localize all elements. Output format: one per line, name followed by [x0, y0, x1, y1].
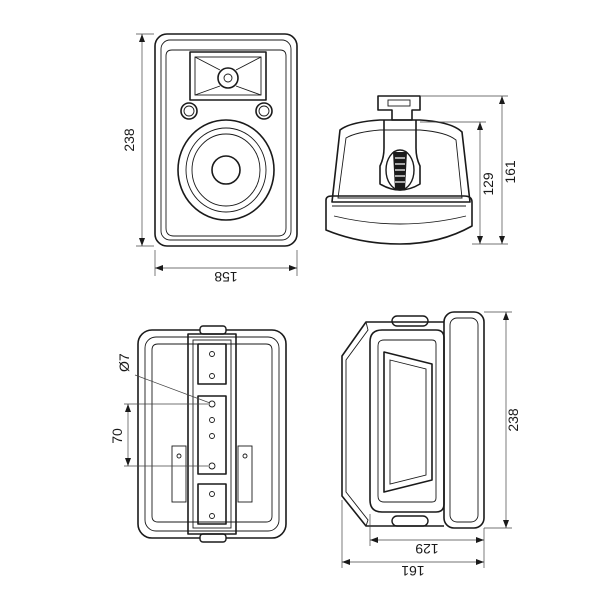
top-width-dimension: 161	[341, 500, 485, 579]
top-frame-inner	[377, 339, 437, 503]
rear-top-hole-2	[209, 373, 215, 379]
front-cabinet-inner	[160, 39, 292, 241]
rear-spacing-dimension: 70	[109, 403, 208, 467]
rear-recess	[151, 343, 273, 523]
rear-bracket-inner	[192, 339, 232, 529]
bass-port-right	[255, 102, 273, 120]
side-front-face	[325, 195, 473, 245]
bracket-top-slot	[387, 99, 411, 107]
woofer	[177, 119, 275, 221]
top-upper-clip	[391, 315, 429, 327]
rear-bottom-clip	[199, 533, 227, 543]
rear-top-clip	[199, 325, 227, 335]
side-height-label: 161	[502, 160, 518, 184]
rear-hole-label: Ø7	[116, 353, 132, 372]
horn-inner	[194, 56, 262, 96]
woofer-dust-cap	[211, 155, 241, 185]
woofer-cone	[191, 133, 261, 207]
rear-hole-a	[208, 400, 216, 408]
rear-view: Ø7 70	[109, 325, 287, 543]
tweeter-dome	[217, 67, 239, 89]
front-cabinet-outline	[154, 33, 298, 247]
rear-right-tab	[237, 445, 253, 503]
front-baffle	[165, 49, 287, 237]
side-cabinet-body	[331, 119, 471, 203]
rear-left-tab	[171, 445, 187, 503]
front-height-label: 238	[121, 128, 137, 152]
side-front-face-lines	[332, 205, 467, 225]
tweeter-center	[223, 73, 233, 83]
rear-left-tab-hole	[176, 453, 182, 459]
bass-port-right-inner	[258, 105, 270, 117]
side-height-dimension: 161 129	[420, 95, 518, 245]
top-cabinet-edge	[345, 321, 369, 527]
rear-middle-mount-plate	[197, 395, 227, 475]
rear-bottom-mount-plate	[197, 483, 227, 525]
rear-bottom-hole-2	[209, 513, 215, 519]
rear-right-tab-hole	[242, 453, 248, 459]
rear-cabinet-inner	[144, 336, 280, 532]
rear-bottom-hole-1	[209, 491, 215, 497]
woofer-surround	[185, 127, 267, 213]
front-width-label: 158	[214, 269, 238, 285]
horn-flare-lines	[194, 56, 262, 96]
front-height-dimension: 238	[121, 33, 154, 247]
woofer-frame	[177, 119, 275, 221]
rear-top-mount-plate	[197, 343, 227, 385]
side-view: 161 129	[325, 95, 518, 245]
rear-cabinet-outline	[137, 329, 287, 539]
rear-hole-callout: Ø7	[116, 353, 211, 404]
rear-hole-b	[209, 417, 215, 423]
top-front-baffle-inner	[449, 317, 479, 523]
rear-top-hole-1	[209, 351, 215, 357]
top-depth-label: 238	[505, 408, 521, 432]
top-bracket-label: 129	[415, 541, 439, 557]
rear-hole-c	[209, 433, 215, 439]
rear-spacing-label: 70	[109, 428, 125, 444]
bass-port-left	[180, 102, 198, 120]
front-view: 238 158	[121, 33, 298, 285]
top-lower-clip	[391, 515, 429, 527]
rear-hole-d	[208, 462, 216, 470]
top-horn-inner	[389, 359, 427, 485]
top-view: 238 129 161	[341, 311, 521, 579]
top-bracket-dimension: 129	[369, 514, 485, 557]
bass-port-left-inner	[183, 105, 195, 117]
rear-bracket-frame	[187, 333, 237, 535]
front-width-dimension: 158	[154, 250, 298, 285]
top-depth-dimension: 238	[484, 311, 521, 529]
horn-outer	[189, 51, 267, 101]
bracket-knob	[385, 149, 415, 191]
top-cabinet-body	[341, 321, 444, 527]
side-cabinet-inner	[337, 129, 463, 199]
tweeter-horn	[189, 51, 267, 101]
top-horn-shape	[383, 351, 433, 493]
top-frame-outer	[369, 329, 445, 513]
top-width-label: 161	[401, 563, 425, 579]
side-bracket-label: 129	[480, 172, 496, 196]
